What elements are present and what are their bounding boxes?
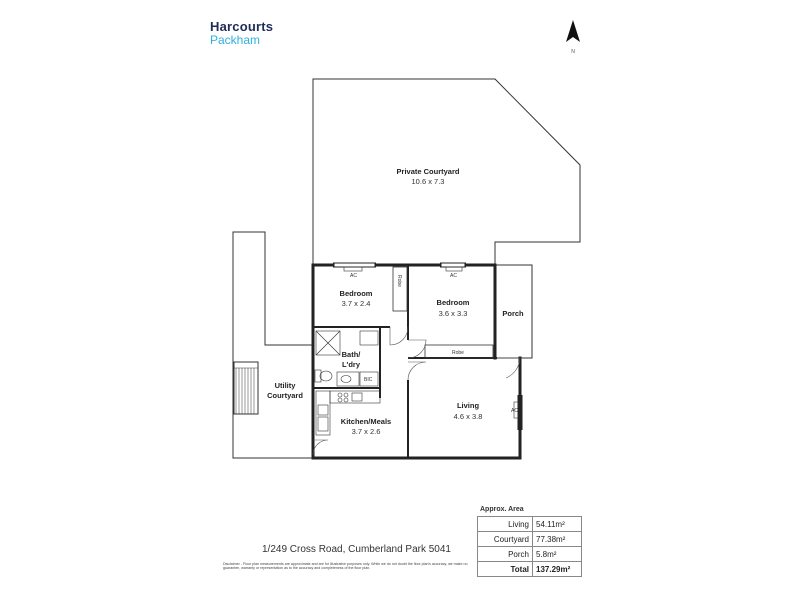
area-table: Living 54.11m² Courtyard 77.38m² Porch 5…	[477, 516, 582, 577]
area-label: Courtyard	[477, 531, 533, 547]
property-address: 1/249 Cross Road, Cumberland Park 5041	[262, 544, 451, 555]
area-value: 77.38m²	[532, 531, 582, 547]
toilet-fixture	[314, 369, 333, 383]
room-name-bedroom-2: Bedroom	[437, 298, 470, 307]
area-label: Living	[477, 516, 533, 532]
area-total-value: 137.29m²	[532, 561, 582, 577]
ac-label-bedroom-1: AC	[350, 273, 357, 279]
brand-logo: Harcourts Packham	[210, 20, 273, 46]
kitchen-bench	[315, 390, 381, 436]
room-name-courtyard: Private Courtyard	[397, 167, 460, 176]
room-dim-kitchen: 3.7 x 2.6	[352, 427, 381, 436]
utility-steps	[233, 361, 259, 415]
utility-courtyard-boundary	[232, 231, 313, 459]
laundry-fixture	[336, 371, 360, 387]
area-title: Approx. Area	[480, 506, 524, 513]
area-total-row: Total 137.29m²	[477, 561, 582, 577]
robe-label-bedroom-1: Robe	[396, 275, 402, 287]
ac-units	[343, 266, 519, 419]
ac-label-bedroom-2: AC	[450, 273, 457, 279]
area-row: Living 54.11m²	[477, 516, 582, 532]
door-swings	[312, 326, 521, 456]
disclaimer-text: Disclaimer - Floor plan measurements are…	[223, 562, 468, 571]
room-name-utility-line1: Utility	[275, 381, 297, 390]
shower-fixture	[315, 330, 341, 356]
area-label: Porch	[477, 546, 533, 562]
area-row: Courtyard 77.38m²	[477, 531, 582, 547]
area-value: 5.8m²	[532, 546, 582, 562]
room-name-utility-line2: Courtyard	[267, 391, 303, 400]
north-arrow-icon	[566, 20, 580, 42]
bic-cupboard	[359, 371, 379, 387]
ac-label-living: AC	[511, 408, 518, 414]
vanity-fixture	[359, 330, 379, 346]
area-row: Porch 5.8m²	[477, 546, 582, 562]
room-name-bath-line1: Bath/	[342, 350, 362, 359]
robe-label-bedroom-2: Robe	[452, 350, 464, 356]
room-name-bedroom-1: Bedroom	[340, 289, 373, 298]
room-name-living: Living	[457, 401, 480, 410]
robes	[392, 266, 494, 359]
area-total-label: Total	[477, 561, 533, 577]
north-arrow: N	[563, 20, 583, 55]
room-dim-living: 4.6 x 3.8	[454, 412, 483, 421]
room-dim-bedroom-2: 3.6 x 3.3	[439, 309, 468, 318]
room-name-kitchen: Kitchen/Meals	[341, 417, 391, 426]
room-dim-courtyard: 10.6 x 7.3	[412, 177, 445, 186]
room-dim-bedroom-1: 3.7 x 2.4	[342, 299, 371, 308]
courtyard-boundary	[312, 78, 581, 265]
area-value: 54.11m²	[532, 516, 582, 532]
north-label: N	[571, 49, 575, 55]
room-name-porch: Porch	[502, 309, 524, 318]
brand-office: Packham	[210, 33, 261, 47]
bic-label: BIC	[364, 377, 373, 383]
room-name-bath-line2: L'dry	[342, 360, 361, 369]
brand-name: Harcourts	[210, 19, 274, 34]
